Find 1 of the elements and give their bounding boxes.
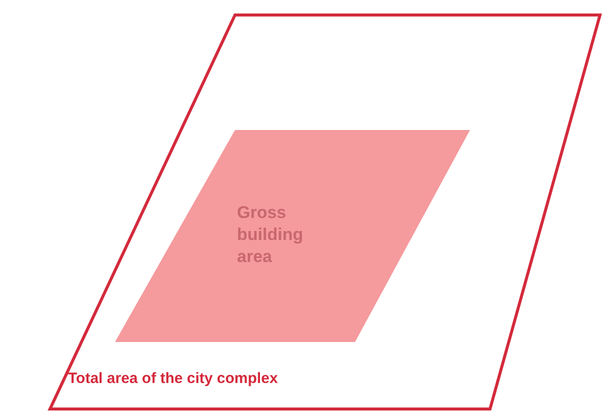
- area-label: Total area of the city complex: [68, 369, 279, 388]
